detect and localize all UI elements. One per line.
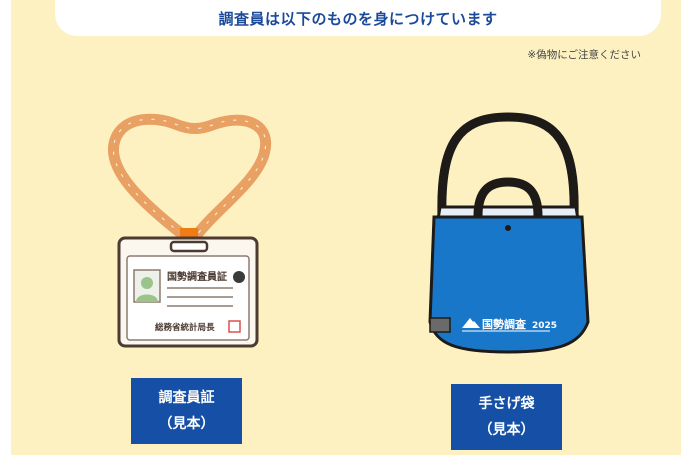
census-logo-icon <box>462 318 480 328</box>
header-banner: 調査員は以下のものを身につけています <box>55 0 661 36</box>
id-card-label-line2: （見本） <box>158 416 215 432</box>
bag-handle-back <box>437 112 579 221</box>
header-title: 調査員は以下のものを身につけています <box>218 9 498 28</box>
emblem-icon <box>233 271 245 283</box>
bag-handle-front <box>473 177 543 221</box>
tote-bag-illustration: 国勢調査 2025 <box>428 112 590 354</box>
card-title: 国勢調査員証 <box>167 270 227 283</box>
id-card-illustration: 国勢調査員証 総務省統計局長 <box>108 113 272 348</box>
id-card-label: 調査員証 （見本） <box>131 378 242 444</box>
bag-logo-year: 2025 <box>532 321 557 331</box>
bag-body <box>428 215 590 354</box>
bag-logo-text: 国勢調査 <box>482 317 526 331</box>
tote-bag-label-line2: （見本） <box>478 422 535 438</box>
tote-bag-label: 手さげ袋 （見本） <box>451 384 562 450</box>
lanyard <box>108 113 272 241</box>
counterfeit-notice: ※偽物にご注意ください <box>527 49 641 61</box>
bag-tag <box>429 317 451 333</box>
seal-box <box>228 320 241 333</box>
tote-bag-label-line1: 手さげ袋 <box>478 396 535 412</box>
id-card-label-line1: 調査員証 <box>158 390 215 406</box>
card-footer: 総務省統計局長 <box>155 322 215 333</box>
